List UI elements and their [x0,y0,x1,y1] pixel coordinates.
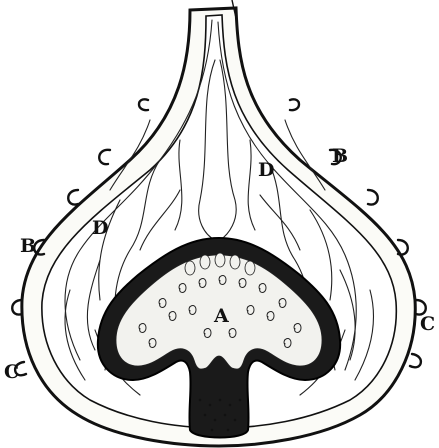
label-a: A [213,305,229,327]
label-d-right: D [258,159,274,181]
label-b-left: B [20,235,36,257]
hook [410,354,421,367]
hook [99,150,110,164]
hook [139,99,148,110]
label-c-right: C [420,313,435,335]
hook [290,99,299,110]
hook [68,190,78,205]
label-c-left: C [4,361,19,383]
label-d-left: D [92,217,108,239]
label-b-right: B [332,145,348,167]
hook [368,190,378,205]
